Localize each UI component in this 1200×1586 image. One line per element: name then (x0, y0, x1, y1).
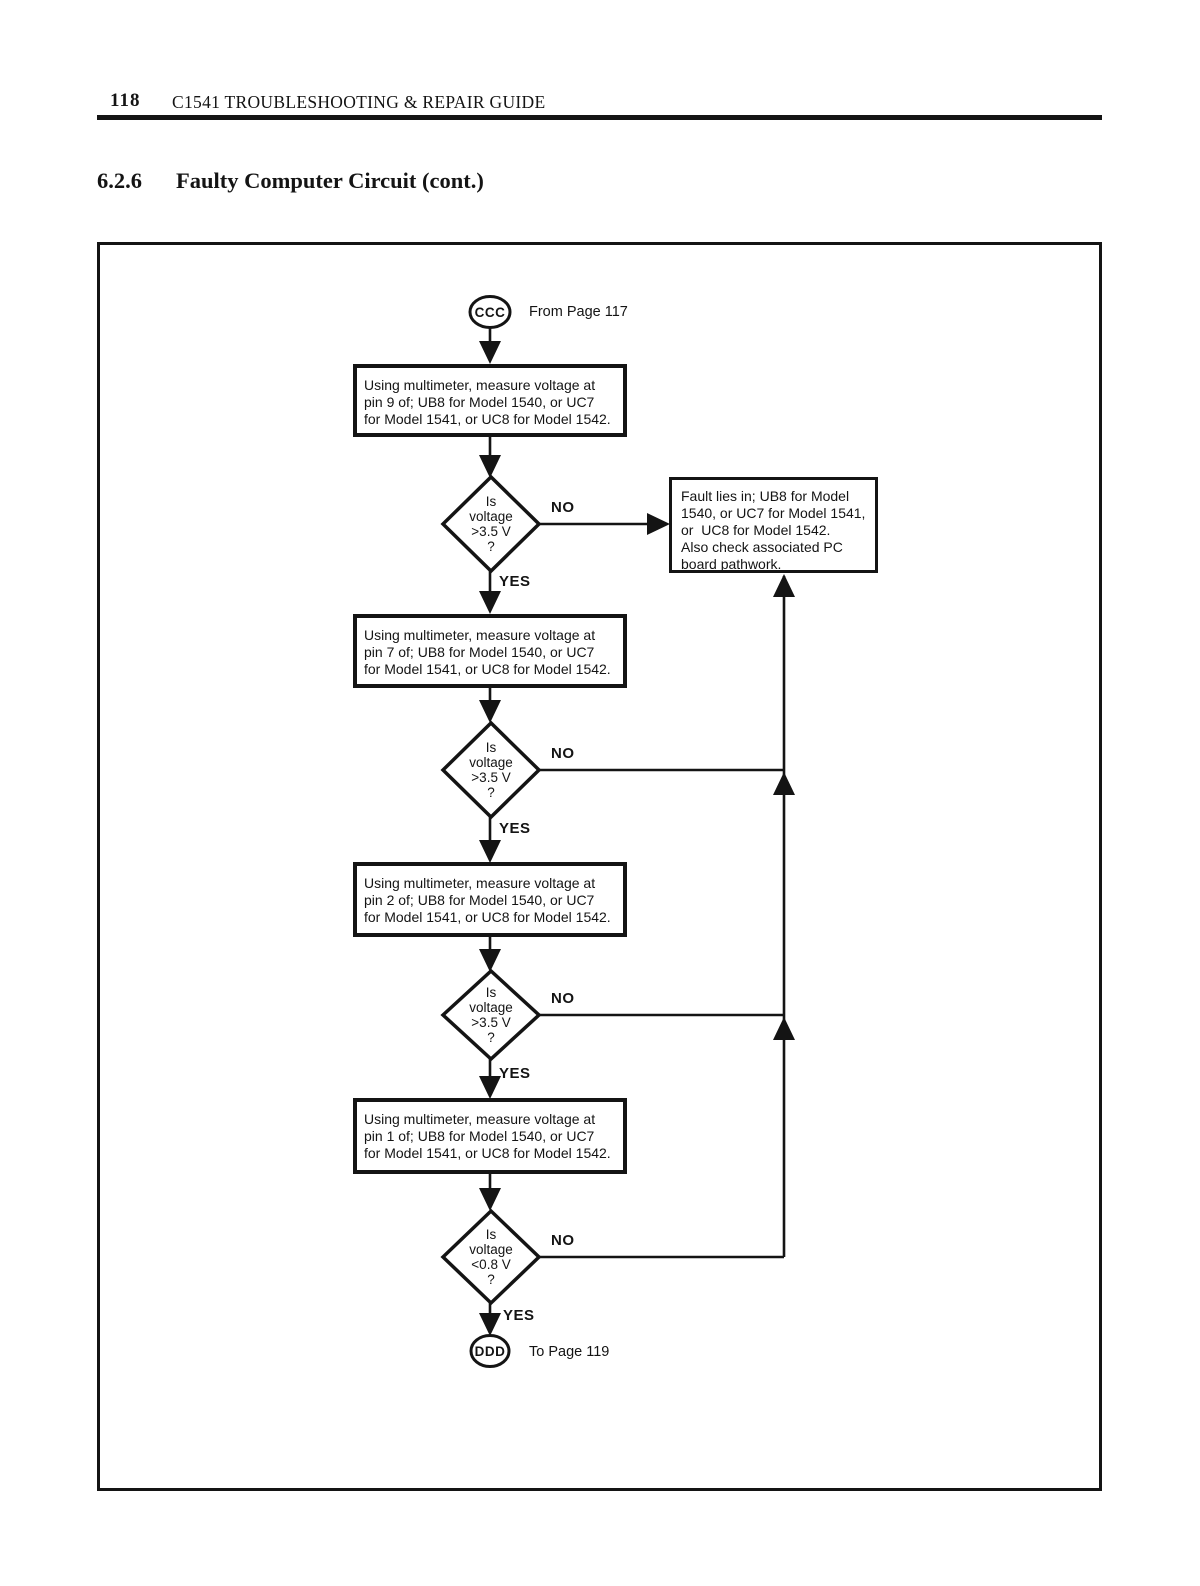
yes-label-4: YES (503, 1307, 535, 1324)
start-caption: From Page 117 (529, 304, 628, 320)
arrow-down-icon (479, 1076, 501, 1099)
arrow-down-icon (479, 949, 501, 972)
decision-text-1: Is voltage >3.5 V ? (469, 494, 513, 554)
header-title: C1541 TROUBLESHOOTING & REPAIR GUIDE (172, 92, 546, 112)
no-label-4: NO (551, 1232, 575, 1249)
no-label-2: NO (551, 745, 575, 762)
arrow-down-icon (479, 341, 501, 364)
decision-text-2: Is voltage >3.5 V ? (469, 740, 513, 800)
decision-diamond (440, 1208, 542, 1306)
end-connector-ellipse (469, 1334, 511, 1368)
end-connector-label: DDD (474, 1344, 506, 1359)
no-label-3: NO (551, 990, 575, 1007)
flowchart-frame (97, 242, 1102, 1491)
arrow-down-icon (479, 840, 501, 863)
yes-label-2: YES (499, 820, 531, 837)
page-number: 118 (110, 90, 141, 111)
arrow-down-icon (479, 591, 501, 614)
arrow-down-icon (479, 700, 501, 723)
section-number: 6.2.6 (97, 168, 142, 193)
process-box-pin9: Using multimeter, measure voltage at pin… (353, 364, 627, 437)
header-rule (97, 115, 1102, 120)
decision-diamond (440, 720, 542, 820)
process-box-pin2: Using multimeter, measure voltage at pin… (353, 862, 627, 937)
decision-text-3: Is voltage >3.5 V ? (469, 985, 513, 1045)
arrow-up-icon (773, 574, 795, 597)
end-caption: To Page 119 (529, 1344, 610, 1360)
fault-box: Fault lies in; UB8 for Model 1540, or UC… (669, 477, 878, 573)
decision-diamond (440, 968, 542, 1062)
section-title: Faulty Computer Circuit (cont.) (176, 168, 484, 193)
decision-diamond (440, 474, 542, 574)
start-connector-ellipse (468, 295, 512, 329)
arrow-down-icon (479, 1188, 501, 1211)
arrow-up-icon (773, 1017, 795, 1040)
yes-label-3: YES (499, 1065, 531, 1082)
arrow-down-icon (479, 1313, 501, 1336)
yes-label-1: YES (499, 573, 531, 590)
process-box-pin7: Using multimeter, measure voltage at pin… (353, 614, 627, 688)
no-label-1: NO (551, 499, 575, 516)
start-connector-label: CCC (474, 305, 506, 320)
arrow-down-icon (479, 455, 501, 478)
arrow-up-icon (773, 772, 795, 795)
decision-text-4: Is voltage <0.8 V ? (469, 1227, 513, 1287)
arrow-right-icon (647, 513, 670, 535)
process-box-pin1: Using multimeter, measure voltage at pin… (353, 1098, 627, 1174)
